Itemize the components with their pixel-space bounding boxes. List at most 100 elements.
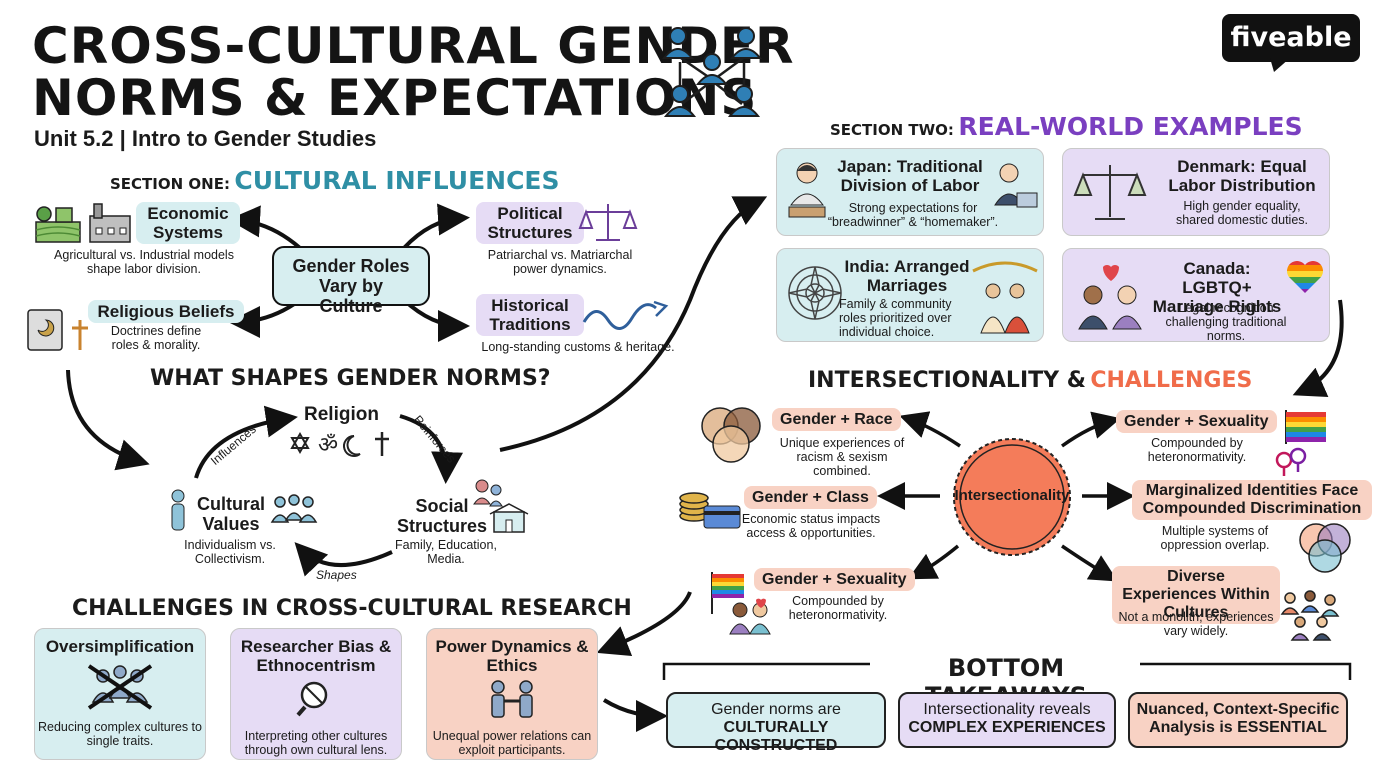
crossed-people-icon (87, 664, 153, 710)
gender-sexuality-left-pill: Gender + Sexuality (754, 568, 915, 591)
group-icon (270, 494, 318, 523)
wave-arrow-icon (582, 300, 669, 330)
takeaway-2-line1: Intersectionality reveals (923, 701, 1091, 718)
takeaway-3-line1: Nuanced, Context-Specific (1136, 701, 1340, 718)
research-card-oversimplification: Oversimplification Reducing complex cult… (34, 628, 206, 760)
economic-systems-desc: Agricultural vs. Industrial models shape… (54, 248, 234, 276)
economic-systems-pill: Economic Systems (136, 202, 240, 244)
bias-title: Researcher Bias & Ethnocentrism (240, 637, 392, 675)
gender-sexuality-right-desc: Compounded by heteronormativity. (1147, 436, 1247, 464)
canada-title: Canada: LGBTQ+ Marriage Rights (1152, 259, 1282, 316)
gender-race-pill: Gender + Race (772, 408, 901, 431)
research-card-power: Power Dynamics & Ethics Unequal power re… (426, 628, 598, 760)
takeaway-1-line2: CULTURALLY CONSTRUCTED (714, 719, 838, 754)
diverse-experiences-pill: Diverse Experiences Within Cultures (1112, 566, 1280, 624)
denmark-desc: High gender equality, shared domestic du… (1175, 199, 1308, 227)
gender-class-pill: Gender + Class (744, 486, 877, 509)
coins-card-icon (679, 492, 741, 529)
power-desc: Unequal power relations can exploit part… (432, 729, 592, 757)
religious-beliefs-pill: Religious Beliefs (88, 300, 244, 323)
denmark-title: Denmark: Equal Labor Distribution (1168, 157, 1316, 195)
logo-tail-icon (1270, 58, 1290, 72)
example-denmark: Denmark: Equal Labor Distribution High g… (1062, 148, 1330, 236)
woman-cooking-icon (788, 162, 826, 218)
social-structures-label: Social Structures (396, 496, 488, 536)
intersect-heading: INTERSECTIONALITY & CHALLENGES (808, 368, 1252, 393)
venn-overlap-icon (1299, 523, 1351, 573)
section-one-header: SECTION ONE: CULTURAL INFLUENCES (110, 166, 560, 195)
diverse-experiences-desc: Not a monolith; experiences vary widely. (1118, 610, 1274, 638)
social-structures-desc: Family, Education, Media. (395, 538, 497, 566)
cultural-values-desc: Individualism vs. Collectivism. (184, 538, 276, 566)
shapes-label: Shapes (316, 568, 357, 582)
religious-beliefs-desc: Doctrines define roles & morality. (110, 324, 202, 352)
cultural-values-label: Cultural Values (196, 494, 265, 534)
oversimplification-title: Oversimplification (45, 637, 195, 656)
religion-label: Religion (304, 404, 379, 425)
india-title: India: Arranged Marriages (844, 257, 970, 295)
research-heading: CHALLENGES IN CROSS-CULTURAL RESEARCH (72, 596, 632, 621)
research-card-bias: Researcher Bias & Ethnocentrism Interpre… (230, 628, 402, 760)
historical-traditions-desc: Long-standing customs & heritage. (481, 340, 675, 354)
political-structures-desc: Patriarchal vs. Matriarchal power dynami… (487, 248, 633, 276)
power-title: Power Dynamics & Ethics (435, 637, 589, 675)
section-two-label: SECTION TWO: (830, 121, 954, 139)
shapes-heading: WHAT SHAPES GENDER NORMS? (150, 366, 551, 391)
takeaway-2-line2: COMPLEX EXPERIENCES (908, 719, 1106, 736)
gender-sexuality-left-desc: Compounded by heteronormativity. (788, 594, 888, 622)
intersectionality-burst (953, 438, 1071, 556)
canada-desc: Legal recognition challenging traditiona… (1165, 301, 1287, 343)
holy-book-cross-icon (27, 309, 88, 351)
intersect-heading-a: INTERSECTIONALITY & (808, 368, 1086, 393)
scales-icon (578, 204, 638, 241)
gender-roles-center: Gender Roles Vary by Culture (272, 246, 430, 316)
gender-roles-center-text: Gender Roles Vary by Culture (292, 256, 410, 316)
takeaway-1-line1: Gender norms are (711, 701, 841, 718)
japan-title: Japan: Traditional Division of Labor (837, 157, 983, 195)
page-subtitle: Unit 5.2 | Intro to Gender Studies (34, 126, 377, 151)
intersect-heading-b: CHALLENGES (1090, 368, 1253, 393)
person-icon (171, 489, 185, 531)
example-india: India: Arranged Marriages Family & commu… (776, 248, 1044, 342)
svg-text:ॐ: ॐ (318, 433, 338, 458)
man-laptop-icon (994, 163, 1038, 208)
people-network-icon (661, 27, 763, 117)
family-school-icon (473, 479, 529, 533)
title-line-2: NORMS & EXPECTATIONS (32, 69, 758, 127)
rainbow-heart-icon (1287, 261, 1323, 293)
diverse-people-icon (1280, 590, 1340, 641)
intersectionality-center-label: Intersectionality (954, 487, 1070, 504)
page-title: CROSS-CULTURAL GENDER NORMS & EXPECTATIO… (32, 20, 794, 124)
bias-desc: Interpreting other cultures through own … (244, 729, 388, 757)
title-line-1: CROSS-CULTURAL GENDER (32, 17, 795, 75)
gender-race-desc: Unique experiences of racism & sexism co… (779, 436, 905, 478)
marginalized-desc: Multiple systems of oppression overlap. (1160, 524, 1270, 552)
fiveable-logo[interactable]: fiveable (1222, 14, 1360, 72)
magnifier-icon (296, 681, 328, 717)
farm-factory-icon (35, 203, 131, 243)
couple-heart-icon (1078, 265, 1142, 330)
pride-flag-couple-icon (711, 572, 771, 635)
india-desc: Family & community roles prioritized ove… (839, 297, 952, 339)
takeaway-3-line2: Analysis is ESSENTIAL (1149, 719, 1327, 736)
wedding-couple-icon (972, 261, 1038, 334)
brand-text: fiveable (1230, 22, 1352, 53)
gender-class-desc: Economic status impacts access & opportu… (741, 512, 881, 540)
religious-symbols-icon: ॐ (290, 431, 389, 458)
balance-scale-icon (1073, 165, 1147, 220)
pride-flag-gender-symbols-icon (1275, 410, 1326, 476)
marginalized-pill: Marginalized Identities Face Compounded … (1132, 480, 1372, 520)
section-two-name: REAL-WORLD EXAMPLES (958, 112, 1303, 141)
japan-desc: Strong expectations for “breadwinner” & … (827, 201, 999, 229)
gender-sexuality-right-pill: Gender + Sexuality (1116, 410, 1277, 433)
mandala-icon (788, 266, 842, 320)
takeaway-culturally-constructed: Gender norms are CULTURALLY CONSTRUCTED (666, 692, 886, 754)
example-canada: Canada: LGBTQ+ Marriage Rights Legal rec… (1062, 248, 1330, 343)
section-one-label: SECTION ONE: (110, 175, 230, 193)
example-japan: Japan: Traditional Division of Labor Str… (776, 148, 1044, 236)
political-structures-pill: Political Structures (476, 202, 584, 244)
section-two-header: SECTION TWO: REAL-WORLD EXAMPLES (830, 112, 1303, 141)
oversimplification-desc: Reducing complex cultures to single trai… (38, 720, 202, 748)
takeaways-bracket (662, 662, 1352, 680)
